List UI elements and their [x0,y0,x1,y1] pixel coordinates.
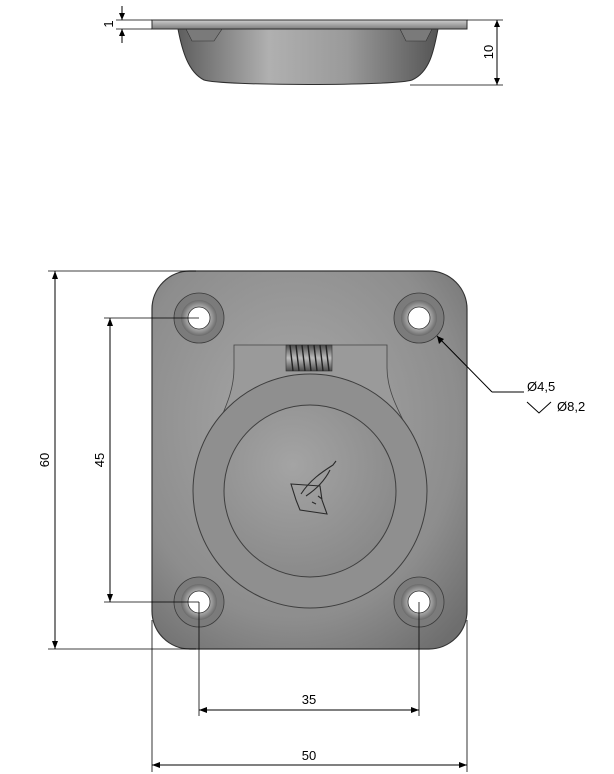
dim-flange-thickness: 1 [101,6,152,43]
dim-hole-spacing-horizontal: 35 [198,602,420,716]
lift-ring-inner-edge [223,404,397,578]
side-view-body [177,28,439,85]
fish-logo-icon [290,460,337,515]
dim-plate-height-label: 60 [37,453,52,467]
side-view-flange [151,19,468,30]
dim-plate-height: 60 [37,270,196,650]
dim-hole-spacing-vertical: 45 [92,317,199,603]
hole-top-right [393,292,445,344]
dim-plate-width-label: 50 [302,748,316,763]
side-view [151,19,468,85]
dim-hole-spacing-horizontal-label: 35 [302,692,316,707]
dim-hole-spacing-vertical-label: 45 [92,453,107,467]
countersink-icon [526,401,552,414]
dim-plate-width: 50 [151,620,468,772]
hinge-spring [285,344,333,372]
dim-total-height: 10 [410,19,503,86]
side-view-recess-right [399,28,433,42]
countersink-diameter-label: Ø8,2 [557,399,585,414]
hole-diameter-label: Ø4,5 [527,379,555,394]
top-view [151,270,468,650]
dim-total-height-label: 10 [481,45,496,59]
hole-callout: Ø4,5 Ø8,2 [436,335,585,414]
dim-flange-thickness-label: 1 [101,20,116,27]
